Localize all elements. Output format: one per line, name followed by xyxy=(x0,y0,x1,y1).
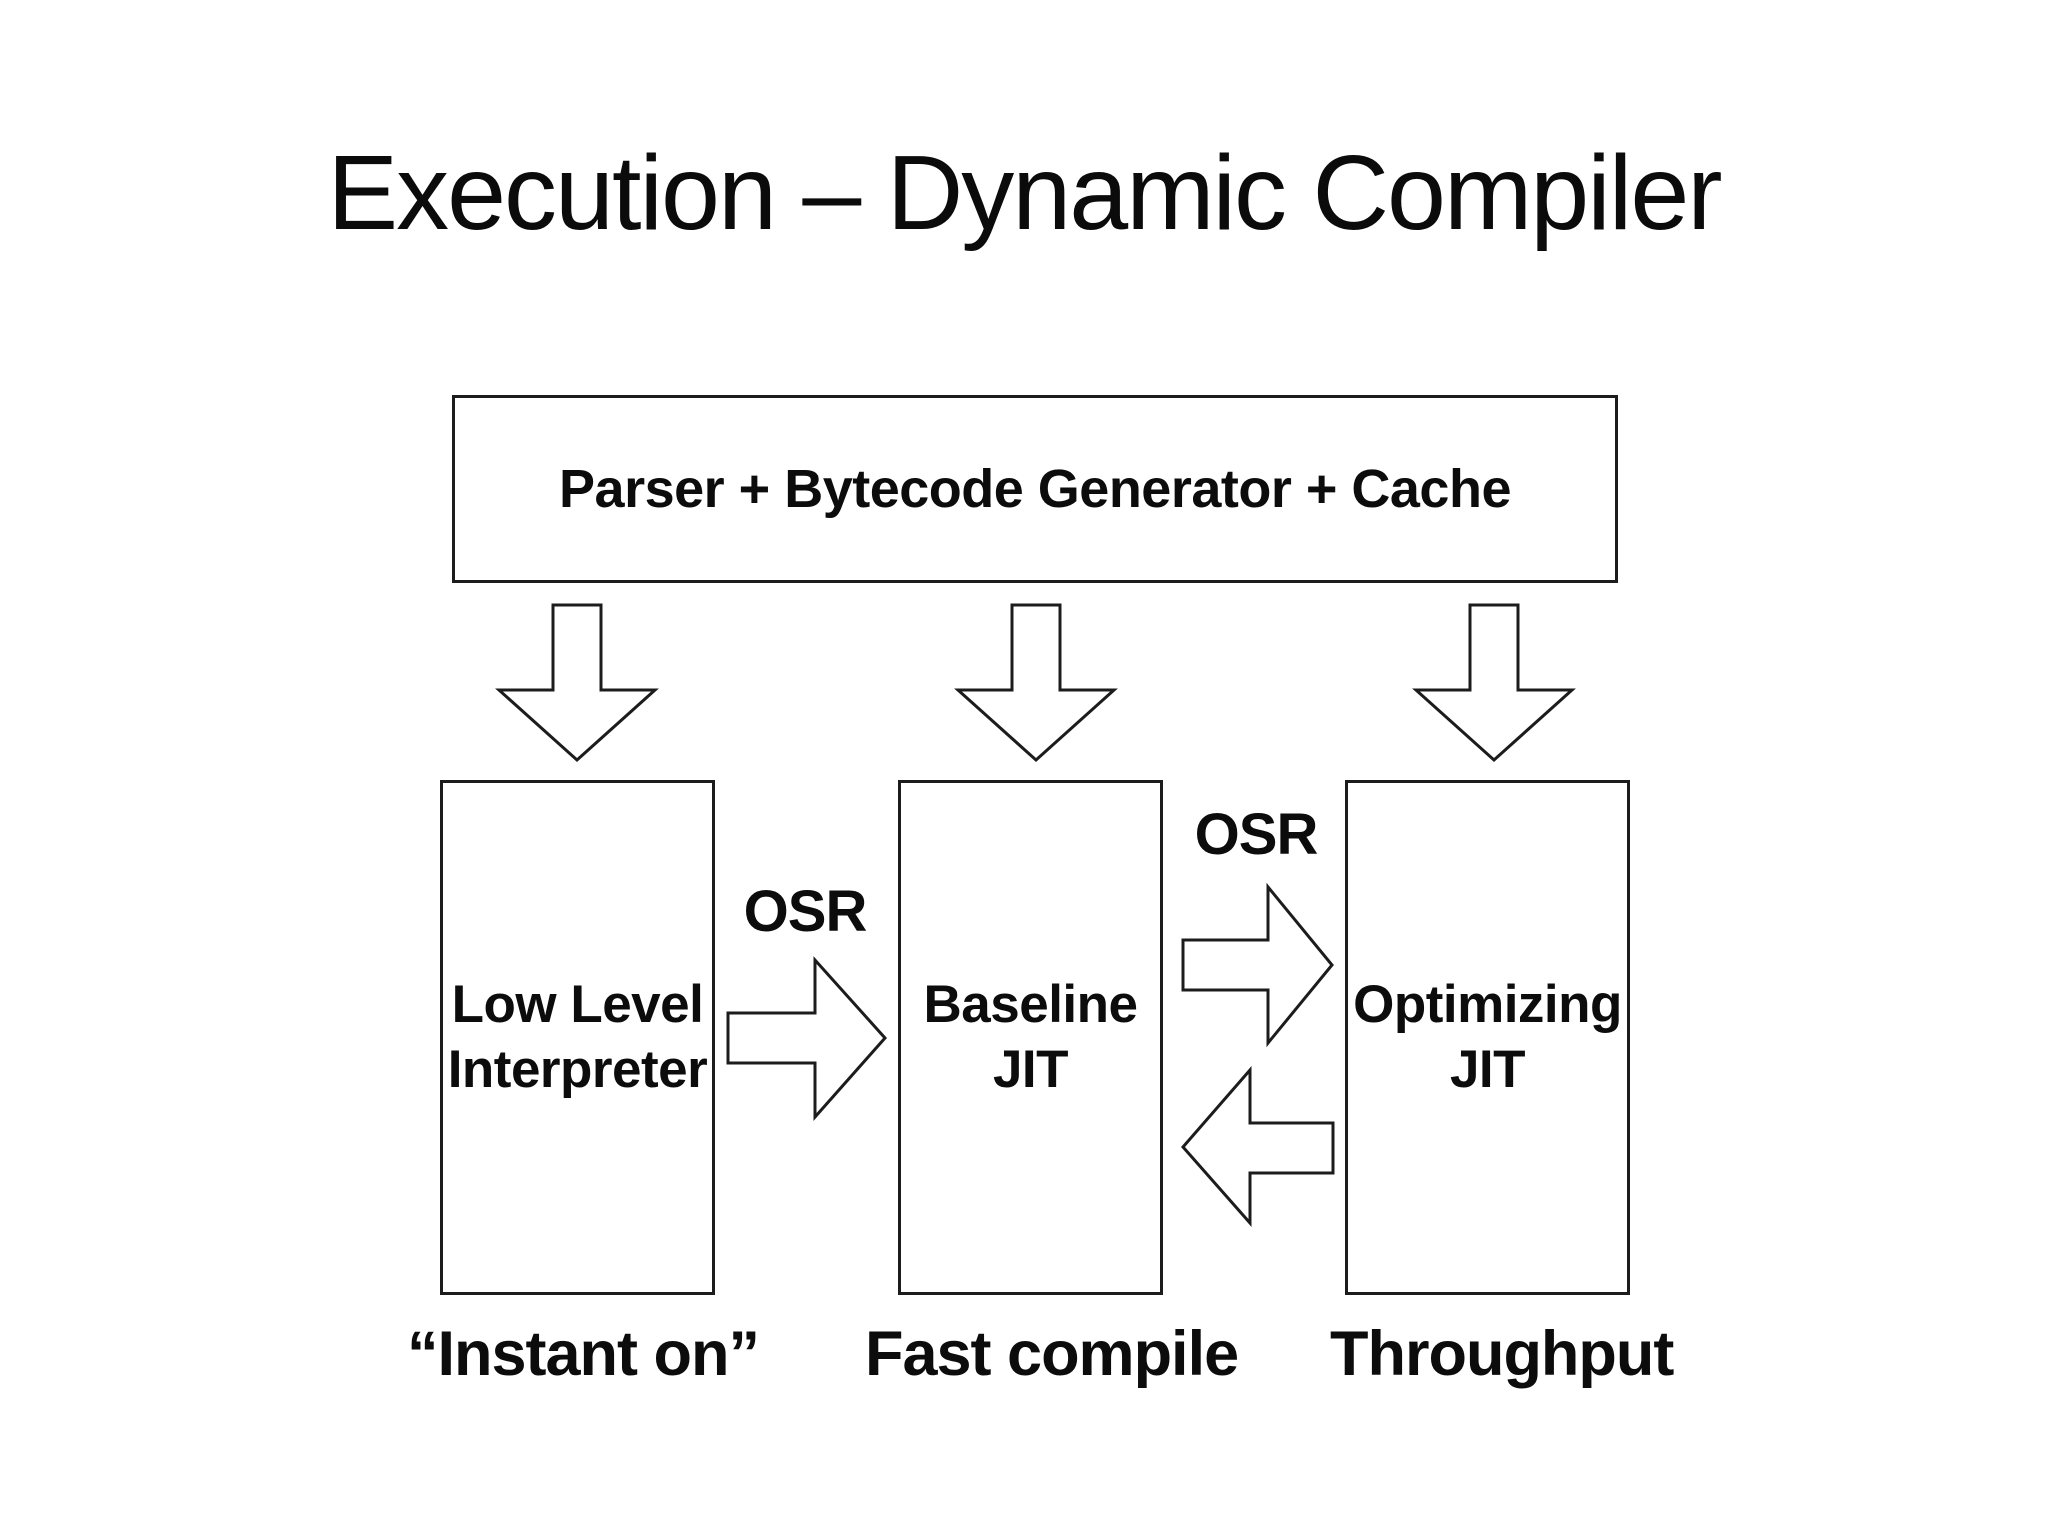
left-arrow-optimizing-to-baseline xyxy=(1181,1065,1335,1227)
box-low-level-interpreter: Low Level Interpreter xyxy=(440,780,715,1295)
box-low-level-interpreter-label: Low Level Interpreter xyxy=(448,973,708,1102)
baseline-jit-label-line2: JIT xyxy=(992,1039,1069,1099)
llint-label-line1: Low Level xyxy=(451,974,704,1034)
baseline-jit-label-line1: Baseline xyxy=(923,974,1138,1034)
down-arrow-to-optimizing-jit xyxy=(1412,603,1576,763)
parser-bytecode-cache-label: Parser + Bytecode Generator + Cache xyxy=(559,459,1511,519)
optimizing-jit-label-line1: Optimizing xyxy=(1353,974,1622,1034)
caption-instant-on: “Instant on” xyxy=(407,1319,760,1389)
down-arrow-to-llint xyxy=(495,603,659,763)
osr-label-baseline-to-optimizing: OSR xyxy=(1194,802,1319,867)
caption-throughput: Throughput xyxy=(1330,1319,1674,1389)
parser-bytecode-cache-box: Parser + Bytecode Generator + Cache xyxy=(452,395,1618,583)
optimizing-jit-label-line2: JIT xyxy=(1449,1039,1526,1099)
osr-right-arrow-baseline-to-optimizing xyxy=(1181,882,1334,1048)
down-arrow-to-baseline-jit xyxy=(954,603,1118,763)
caption-fast-compile: Fast compile xyxy=(865,1319,1239,1389)
osr-label-llint-to-baseline: OSR xyxy=(743,879,868,944)
box-baseline-jit: Baseline JIT xyxy=(898,780,1163,1295)
slide-title: Execution – Dynamic Compiler xyxy=(327,134,1722,252)
box-optimizing-jit: Optimizing JIT xyxy=(1345,780,1630,1295)
box-optimizing-jit-label: Optimizing JIT xyxy=(1353,973,1622,1102)
osr-right-arrow-llint-to-baseline xyxy=(726,956,888,1121)
box-baseline-jit-label: Baseline JIT xyxy=(923,973,1138,1102)
llint-label-line2: Interpreter xyxy=(447,1039,708,1099)
